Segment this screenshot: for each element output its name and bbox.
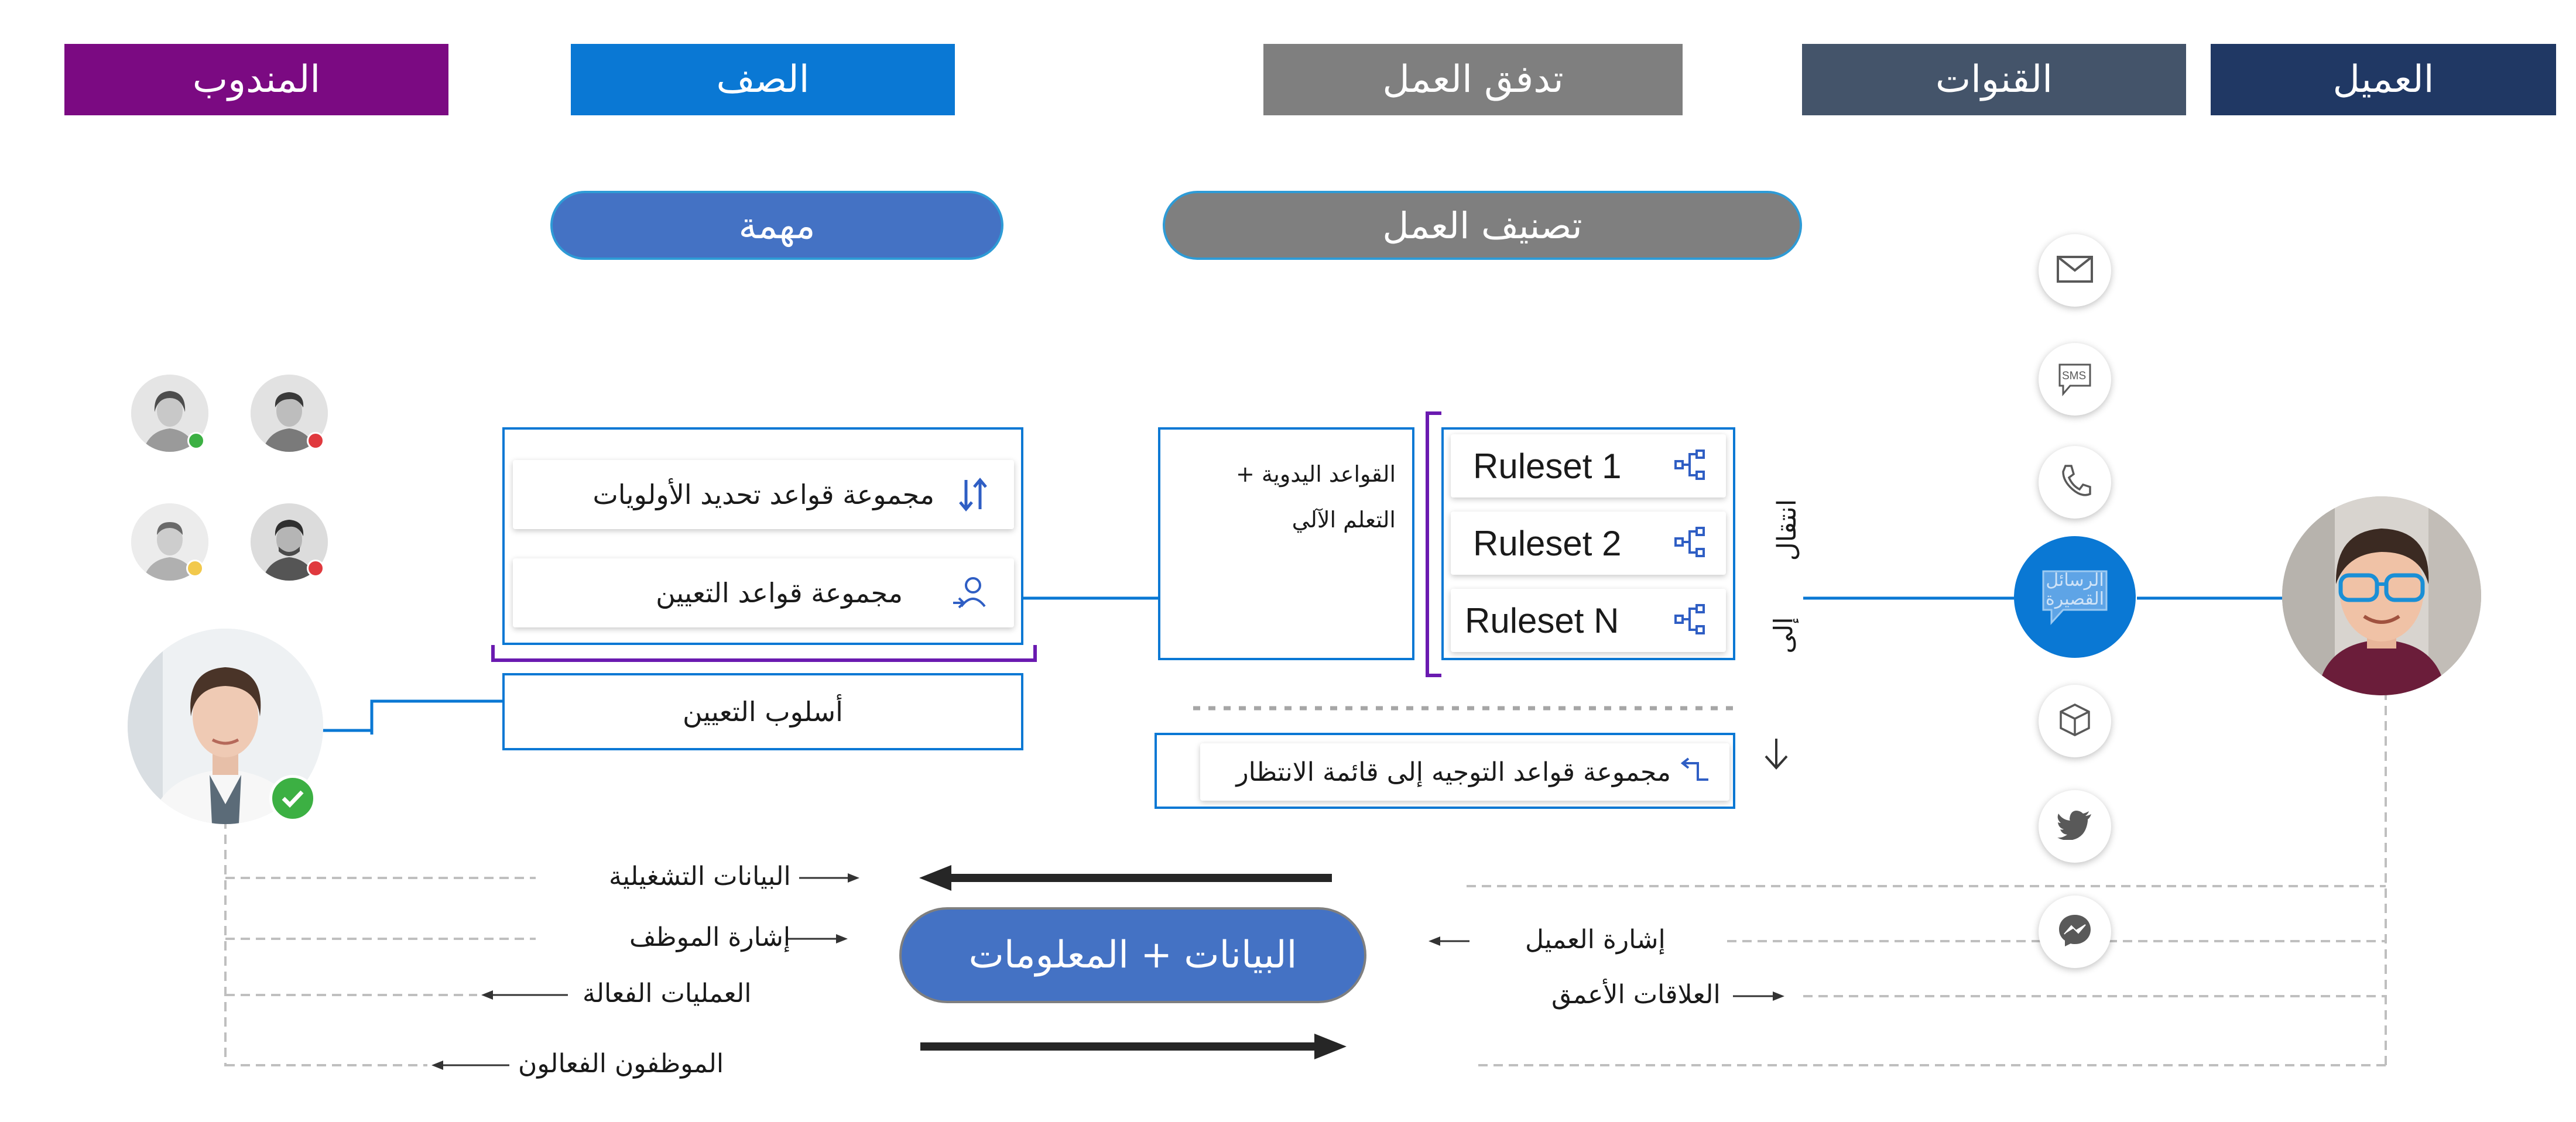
header-channels: القنوات [1802, 44, 2186, 115]
main-agent-avatar [128, 629, 323, 824]
vertical-label-2: إلى [1769, 617, 1799, 654]
busy-status-icon [307, 560, 324, 577]
deeper-relationships-label: العلاقات الأعمق [1551, 980, 1721, 1010]
operational-data-label: البيانات التشغيلية [609, 862, 791, 891]
assignment-method-box[interactable]: أسلوب التعيين [502, 673, 1023, 750]
twitter-channel[interactable] [2039, 790, 2111, 863]
box-channel[interactable] [2039, 685, 2111, 757]
route-to-queue-label: مجموعة قواعد التوجيه إلى قائمة الانتظار [1236, 757, 1671, 787]
sms-icon-text: SMS [2062, 370, 2087, 382]
ruleset-flow-icon [1673, 448, 1708, 483]
busy-status-icon [307, 432, 324, 450]
efficient-operations-label: العمليات الفعالة [583, 979, 752, 1008]
twitter-icon [2057, 811, 2092, 842]
ruleset-flow-icon [1673, 603, 1708, 638]
ruleset-card[interactable]: Ruleset N [1451, 589, 1726, 652]
ruleset-card[interactable]: Ruleset 2 [1451, 512, 1726, 575]
messenger-icon [2057, 913, 2092, 951]
ruleset-label: Ruleset 2 [1473, 523, 1622, 563]
prioritize-icon [955, 474, 991, 515]
ruleset-label: Ruleset 1 [1473, 446, 1622, 486]
chat-icon: الرسائل القصيرة [2040, 568, 2110, 626]
prioritization-ruleset-card[interactable]: مجموعة قواعد تحديد الأولويات [513, 460, 1014, 529]
data-insights-pill: البيانات + المعلومات [899, 907, 1366, 1003]
header-workflow: تدفق العمل [1263, 44, 1683, 115]
customer-avatar [2282, 496, 2481, 695]
classification-line2: التعلم الآلي [1292, 507, 1396, 533]
chat-channel-active[interactable]: الرسائل القصيرة [2014, 536, 2136, 658]
available-status-icon [269, 775, 316, 822]
sms-icon: SMS [2056, 362, 2094, 396]
messenger-channel[interactable] [2039, 895, 2111, 968]
assignment-ruleset-card[interactable]: مجموعة قواعد التعيين [513, 558, 1014, 627]
prioritization-ruleset-label: مجموعة قواعد تحديد الأولويات [592, 479, 934, 510]
route-to-queue-card[interactable]: مجموعة قواعد التوجيه إلى قائمة الانتظار [1200, 743, 1729, 801]
sms-channel[interactable]: SMS [2039, 343, 2111, 416]
classification-box: القواعد اليدوية + التعلم الآلي [1158, 427, 1414, 660]
available-status-icon [187, 432, 205, 450]
ruleset-card[interactable]: Ruleset 1 [1451, 434, 1726, 497]
phone-icon [2058, 464, 2091, 501]
header-customer: العميل [2211, 44, 2556, 115]
work-classification-pill: تصنيف العمل [1163, 191, 1802, 260]
ruleset-label: Ruleset N [1465, 601, 1619, 640]
employee-signal-label: إشارة الموظف [629, 922, 791, 952]
chat-icon-label: الرسائل القصيرة [2046, 570, 2104, 609]
away-status-icon [186, 560, 204, 577]
task-pill: مهمة [550, 191, 1003, 260]
header-queue: الصف [571, 44, 955, 115]
route-icon [1677, 756, 1712, 788]
assignment-ruleset-label: مجموعة قواعد التعيين [656, 577, 903, 609]
classification-line1: القواعد اليدوية + [1235, 461, 1396, 487]
vertical-label-1: انتقال [1772, 499, 1803, 561]
assignment-icon [950, 572, 991, 613]
header-agent: المندوب [64, 44, 448, 115]
customer-signal-label: إشارة العميل [1525, 925, 1666, 955]
phone-channel[interactable] [2039, 446, 2111, 519]
effective-employees-label: الموظفون الفعالون [518, 1049, 724, 1079]
box-icon [2058, 702, 2091, 740]
email-channel[interactable] [2039, 234, 2111, 307]
email-icon [2056, 255, 2094, 286]
ruleset-flow-icon [1673, 526, 1708, 561]
assignment-method-label: أسلوب التعيين [683, 696, 843, 728]
